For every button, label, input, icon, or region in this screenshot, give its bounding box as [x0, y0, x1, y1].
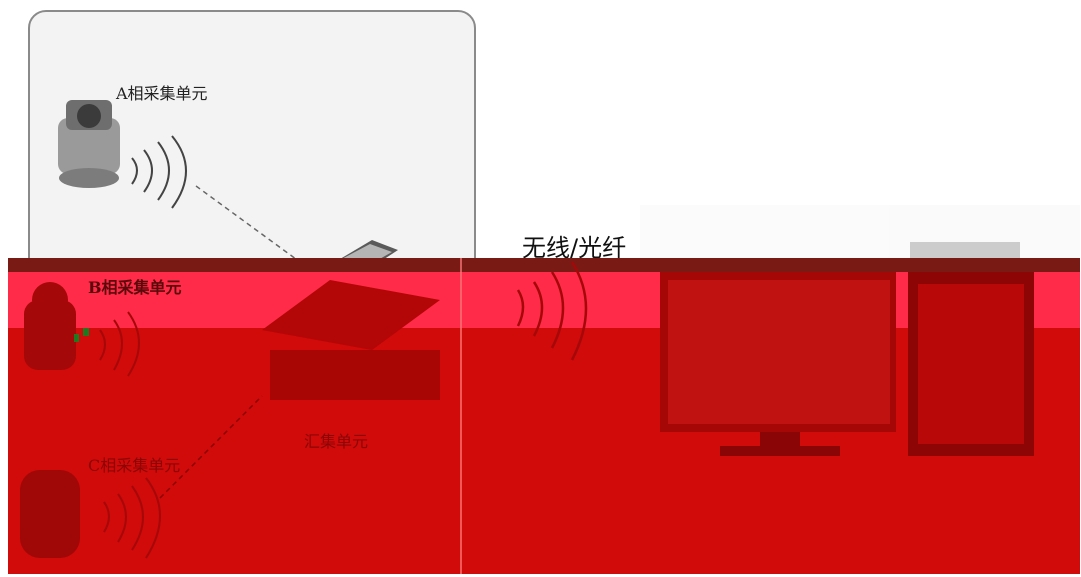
unit-b-label: B相采集单元: [88, 278, 182, 297]
computer-tower-icon: [908, 272, 1034, 456]
overlay-band-divider: [460, 258, 462, 574]
wireless-signal-icon: [103, 477, 161, 559]
indicator-dot: [83, 328, 89, 336]
indicator-dot: [74, 334, 79, 342]
wireless-signal-icon: [99, 311, 140, 377]
monitor-icon: [660, 272, 896, 456]
computer-top-outline: [640, 205, 1080, 261]
aggregator-icon: [262, 280, 440, 400]
collection-unit-c-icon: [20, 470, 80, 558]
collection-unit-a-icon: [58, 100, 120, 188]
link-line-c: [159, 395, 263, 499]
wireless-signal-icon: [131, 135, 187, 209]
overlay-band-top: [8, 258, 1080, 272]
overlay-band-strip: [8, 272, 1080, 328]
collection-unit-b-icon: [24, 282, 76, 370]
unit-c-label: C相采集单元: [88, 456, 181, 475]
unit-a-label: A相采集单元: [116, 84, 208, 103]
wireless-signal-icon: [516, 261, 588, 361]
link-type-caption: 无线/光纤: [522, 234, 627, 262]
link-line-a: [195, 185, 301, 263]
aggregator-label: 汇集单元: [304, 432, 369, 451]
